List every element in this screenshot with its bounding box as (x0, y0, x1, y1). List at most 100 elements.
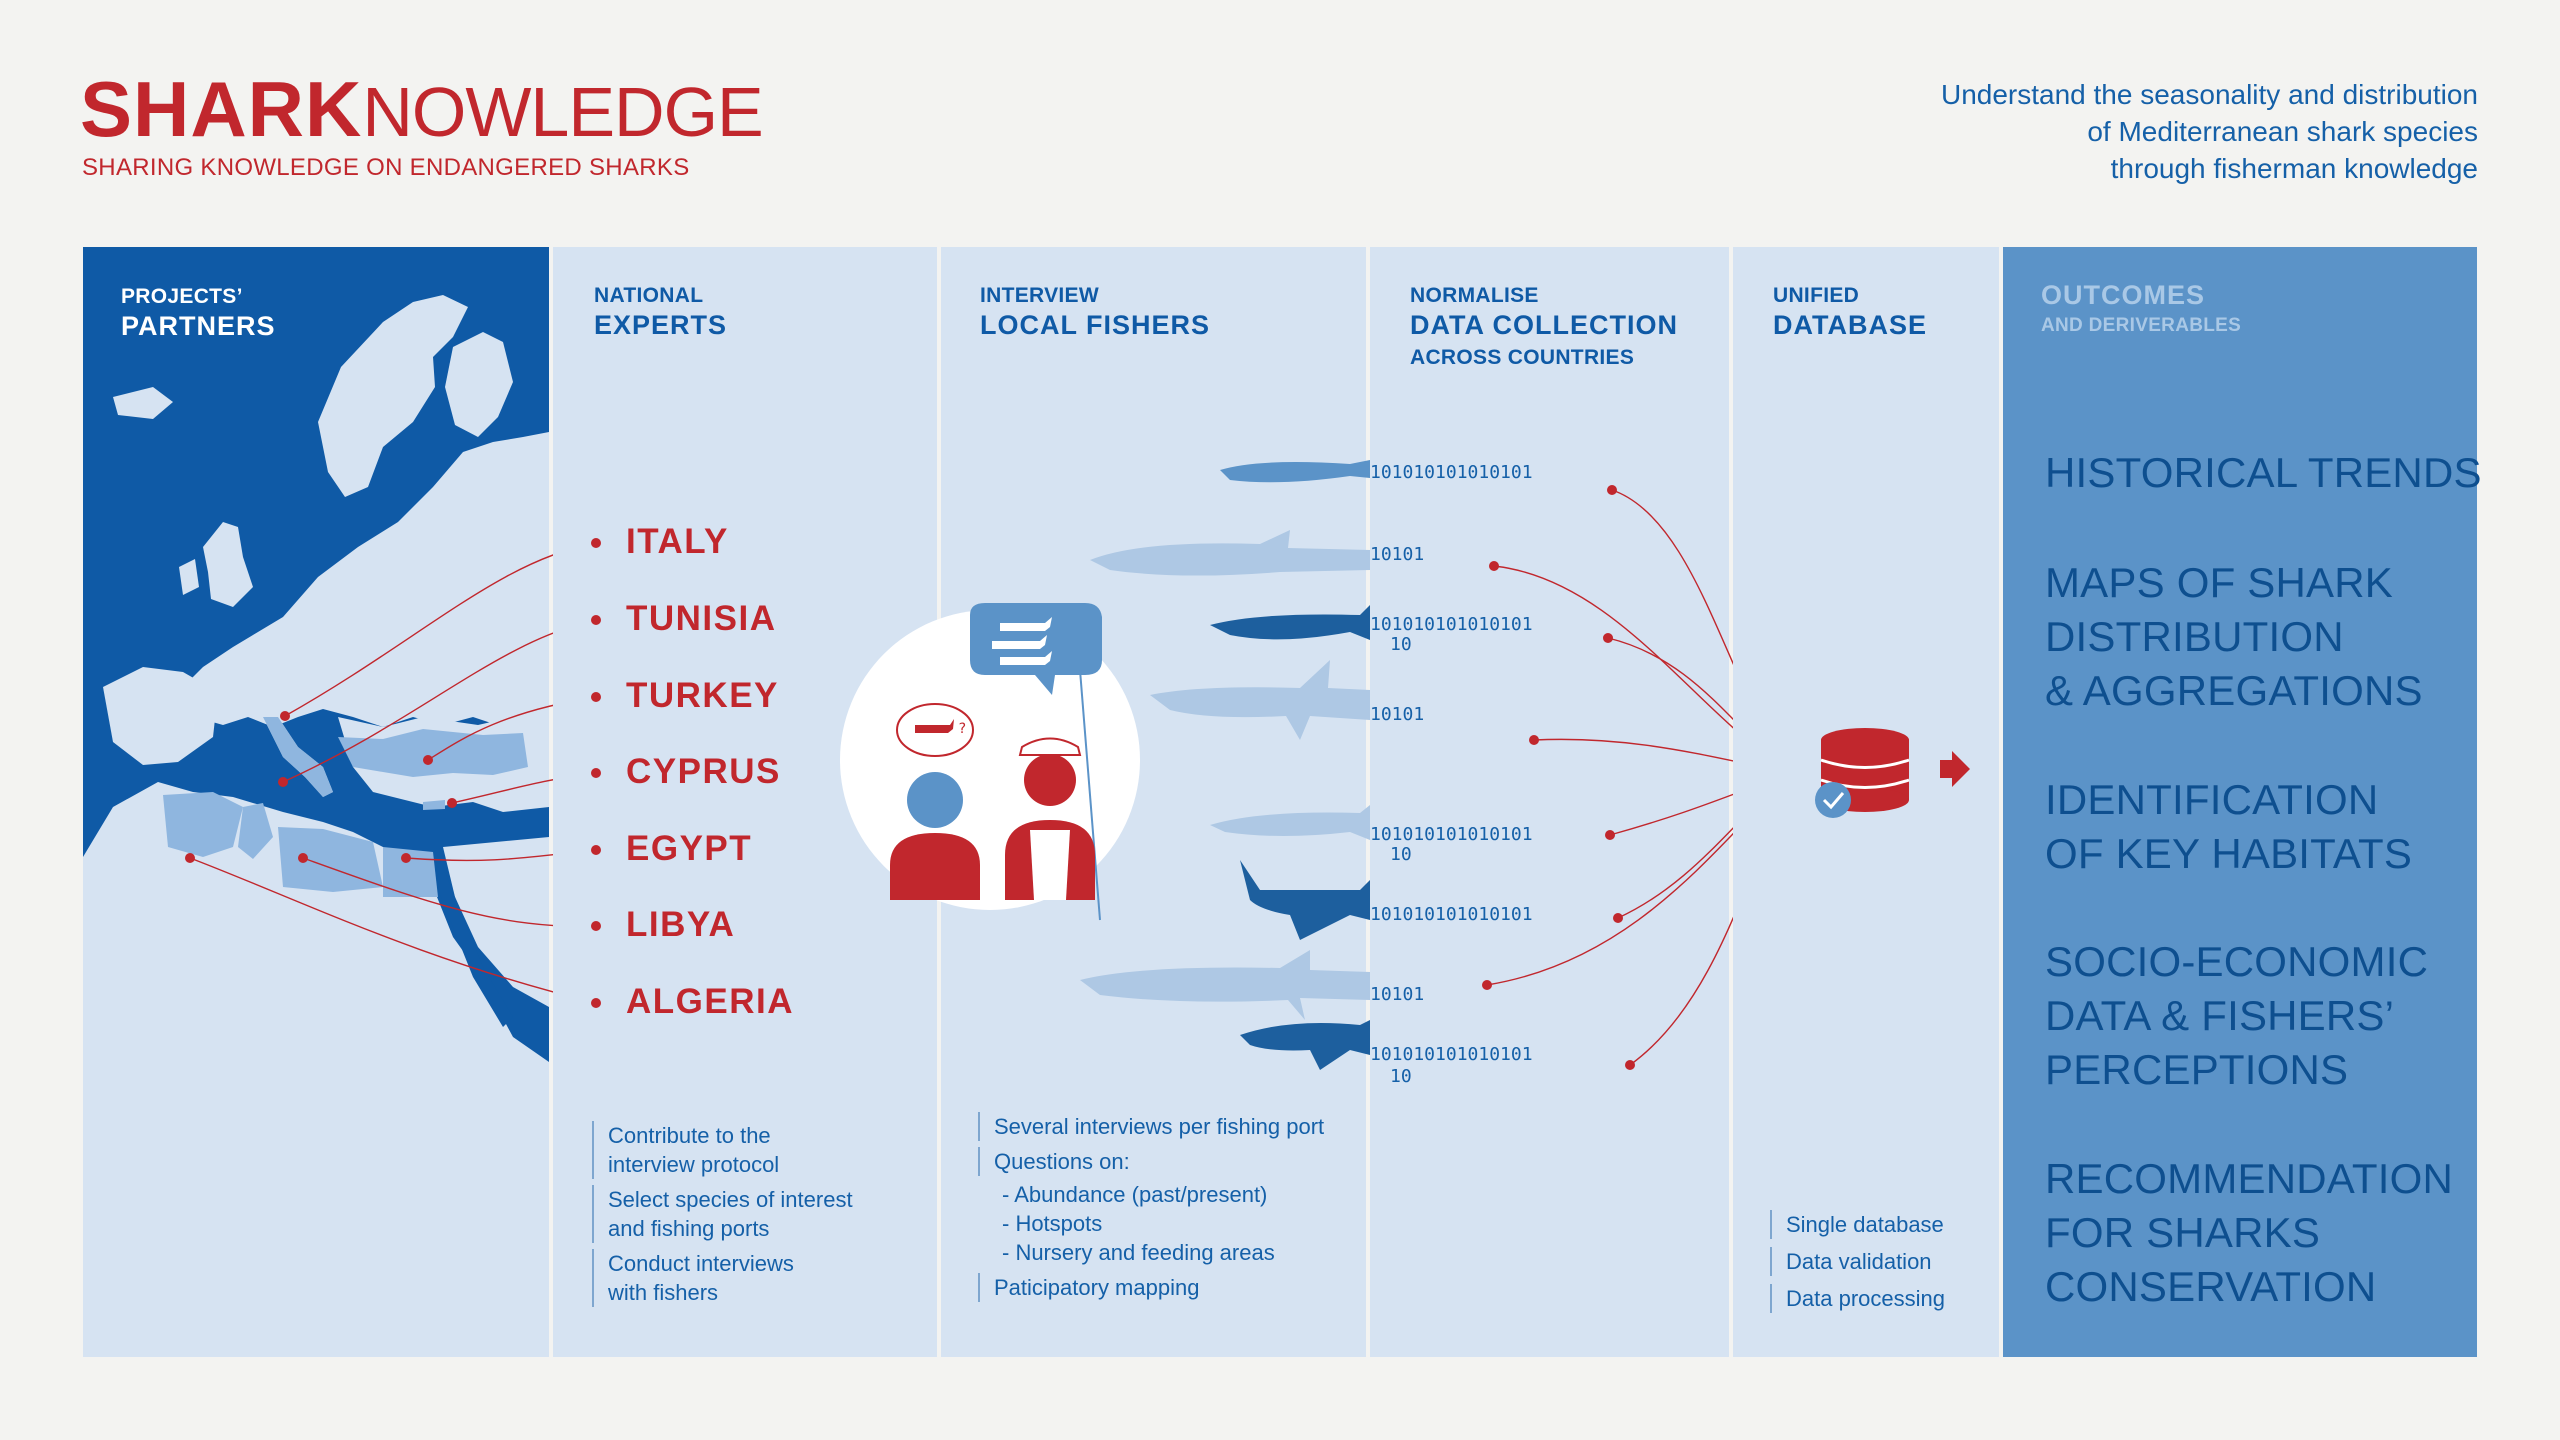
normalise-label-big: DATA COLLECTION (1410, 310, 1678, 340)
shark-icon (1220, 460, 1370, 483)
fishers-note-4: - Hotspots (1002, 1211, 1103, 1236)
binary-row: 101010101010101 (1370, 462, 1533, 483)
binary-row: 101010101010101 (1370, 1044, 1533, 1065)
outcome-socio-economic: SOCIO-ECONOMIC DATA & FISHERS’ PERCEPTIO… (2045, 935, 2428, 1097)
outcome-line: DATA & FISHERS’ (2045, 992, 2395, 1039)
logo-light: NOWLEDGE (362, 73, 763, 151)
experts-notes: Contribute to the interview protocol Sel… (592, 1121, 853, 1307)
binary-row: 10 (1390, 1066, 1412, 1087)
outcome-line: IDENTIFICATION (2045, 776, 2379, 823)
database-notes: Single database Data validation Data pro… (1770, 1210, 1945, 1313)
tagline-line-3: through fisherman knowledge (2110, 153, 2478, 184)
partners-label-small: PROJECTS’ (121, 285, 243, 308)
fishers-note-5: - Nursery and feeding areas (1002, 1240, 1275, 1265)
shark-icon (1080, 950, 1370, 1020)
experts-label-small: NATIONAL (594, 284, 704, 307)
experts-note-1: Contribute to the interview protocol (592, 1121, 853, 1179)
note-line: and fishing ports (608, 1216, 770, 1241)
outcome-maps-distribution: MAPS OF SHARK DISTRIBUTION & AGGREGATION… (2045, 556, 2423, 718)
outcome-line: PERCEPTIONS (2045, 1046, 2349, 1093)
country-egypt: EGYPT (626, 829, 753, 868)
note-line: interview protocol (608, 1152, 780, 1177)
country-dot (591, 845, 601, 855)
binary-row: 10 (1390, 844, 1412, 865)
binary-row: 10101 (1370, 544, 1424, 565)
shark-icon (1150, 660, 1370, 740)
binary-row: 10 (1390, 634, 1412, 655)
shark-icon (1240, 1020, 1370, 1070)
database-icon (1815, 728, 1970, 818)
outcome-key-habitats: IDENTIFICATION OF KEY HABITATS (2045, 773, 2412, 881)
country-dot (591, 538, 601, 548)
normalise-label-small: NORMALISE (1410, 284, 1539, 307)
experts-label-big: EXPERTS (594, 310, 728, 340)
shark-icon (1210, 605, 1370, 640)
outcomes-label-big: OUTCOMES (2041, 280, 2206, 310)
country-dot (591, 692, 601, 702)
outcome-line: SOCIO-ECONOMIC (2045, 938, 2429, 985)
country-cyprus: CYPRUS (626, 752, 781, 791)
shark-icon (1210, 805, 1370, 840)
svg-text:?: ? (958, 721, 966, 737)
partners-label-big: PARTNERS (121, 311, 276, 341)
outcomes-label-small: AND DERIVERABLES (2041, 315, 2242, 336)
tagline: Understand the seasonality and distribut… (1941, 76, 2478, 187)
binary-row: 101010101010101 (1370, 824, 1533, 845)
binary-row: 10101 (1370, 984, 1424, 1005)
outcome-line: DISTRIBUTION (2045, 613, 2344, 660)
country-dot (591, 998, 601, 1008)
database-note-2: Data validation (1770, 1247, 1945, 1276)
fishers-note-2: Questions on: (978, 1147, 1324, 1176)
country-algeria: ALGERIA (626, 982, 794, 1021)
outcome-line: FOR SHARKS (2045, 1209, 2321, 1256)
database-label-big: DATABASE (1773, 310, 1927, 340)
arrow-right-icon (1940, 751, 1970, 787)
country-turkey: TURKEY (626, 676, 779, 715)
country-tunisia: TUNISIA (626, 599, 777, 638)
fishers-note-6: Paticipatory mapping (978, 1273, 1324, 1302)
normalise-label-small-2: ACROSS COUNTRIES (1410, 346, 1635, 369)
binary-row: 101010101010101 (1370, 904, 1533, 925)
outcome-historical-trends: HISTORICAL TRENDS (2045, 446, 2482, 500)
outcome-line: CONSERVATION (2045, 1263, 2377, 1310)
database-note-3: Data processing (1770, 1284, 1945, 1313)
binary-row: 10101 (1370, 704, 1424, 725)
database-label-small: UNIFIED (1773, 284, 1860, 307)
note-line: Conduct interviews (608, 1251, 794, 1276)
fishers-note-1: Several interviews per fishing port (978, 1112, 1324, 1141)
partners-column: PROJECTS’ PARTNERS (83, 247, 549, 1357)
outcome-line: MAPS OF SHARK (2045, 559, 2393, 606)
outcome-line: OF KEY HABITATS (2045, 830, 2413, 877)
fishers-notes: Several interviews per fishing port Ques… (978, 1112, 1324, 1302)
interview-illustration: ? (840, 603, 1140, 921)
fishers-note-3: - Abundance (past/present) (1002, 1182, 1268, 1207)
fishers-label-small: INTERVIEW (980, 284, 1099, 307)
country-dot (591, 921, 601, 931)
outcome-line: & AGGREGATIONS (2045, 667, 2423, 714)
database-note-1: Single database (1770, 1210, 1945, 1239)
note-line: Contribute to the (608, 1123, 771, 1148)
country-libya: LIBYA (626, 905, 736, 944)
logo-bold: SHARK (80, 65, 363, 153)
binary-row: 101010101010101 (1370, 614, 1533, 635)
outcome-recommendation: RECOMMENDATION FOR SHARKS CONSERVATION (2045, 1152, 2453, 1314)
shark-icon (1240, 860, 1370, 940)
shark-icon (1090, 530, 1370, 576)
experts-note-3: Conduct interviews with fishers (592, 1249, 853, 1307)
country-dot (591, 615, 601, 625)
partners-map (83, 295, 549, 1357)
outcome-line: RECOMMENDATION (2045, 1155, 2454, 1202)
normalise-column (1370, 247, 1729, 1357)
outcomes-column (2003, 247, 2477, 1357)
note-line: with fishers (608, 1280, 719, 1305)
fishers-label-big: LOCAL FISHERS (980, 310, 1211, 340)
tagline-line-2: of Mediterranean shark species (2087, 116, 2478, 147)
logo: SHARKNOWLEDGE (80, 70, 764, 151)
sharks-binary-graphic: 101010101010101 10101 101010101010101 10… (1080, 460, 1533, 1087)
country-italy: ITALY (626, 522, 729, 561)
subtitle: SHARING KNOWLEDGE ON ENDANGERED SHARKS (82, 154, 690, 181)
country-dot (591, 768, 601, 778)
outcome-line: HISTORICAL TRENDS (2045, 449, 2482, 496)
note-line: Select species of interest (608, 1187, 853, 1212)
tagline-line-1: Understand the seasonality and distribut… (1940, 79, 2478, 110)
